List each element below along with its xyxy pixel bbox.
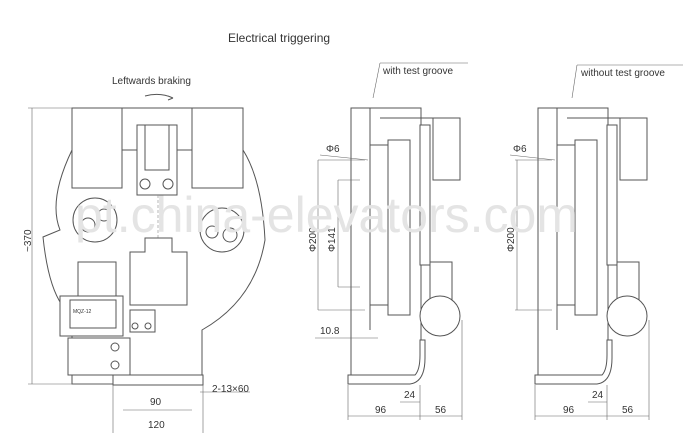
height-dim: ~370 [23,229,34,252]
slot-dim: 2-13×60 [212,384,249,395]
offset-dim: 10.8 [320,326,340,337]
direction-label: Leftwards braking [112,76,191,87]
width-left-dim: 96 [563,405,575,416]
with-groove-label: with test groove [382,66,453,77]
width-dim-inner: 90 [150,397,162,408]
counterweight [606,295,648,337]
right-block [191,107,244,189]
counterweight [419,295,461,337]
magnet-bracket [77,261,117,298]
without-groove-label: without test groove [580,68,665,79]
gap-dim: 24 [404,390,416,401]
gap-dim: 24 [592,390,604,401]
rotation-arrow [144,93,174,101]
width-right-dim: 56 [435,405,447,416]
nameplate: MQZ-12 [73,309,92,315]
bolt [162,178,174,190]
outer-dia-dim: Φ200 [308,227,319,252]
base-block [67,337,131,376]
weight-block [129,237,188,306]
inner-dia-dim: Φ141 [327,227,338,252]
front-view: Leftwards braking MQZ-12 ~370 90 120 2-1 [23,76,266,433]
width-right-dim: 56 [622,405,634,416]
left-block [71,107,123,189]
side-view-without-groove: without test groove Φ200 Φ6 24 96 56 [506,64,683,420]
width-dim-outer: 120 [148,420,165,431]
side-view-with-groove: with test groove Φ200 Φ141 Φ6 10.8 24 96… [308,62,468,420]
pin-dim: Φ6 [326,144,340,155]
watermark: pt.china-elevators.com [75,187,578,243]
width-left-dim: 96 [375,405,387,416]
bolt [139,178,151,190]
outer-dia-dim: Φ200 [506,227,517,252]
drawing-title: Electrical triggering [228,31,330,45]
base-plate [112,374,204,386]
pin-dim: Φ6 [513,144,527,155]
